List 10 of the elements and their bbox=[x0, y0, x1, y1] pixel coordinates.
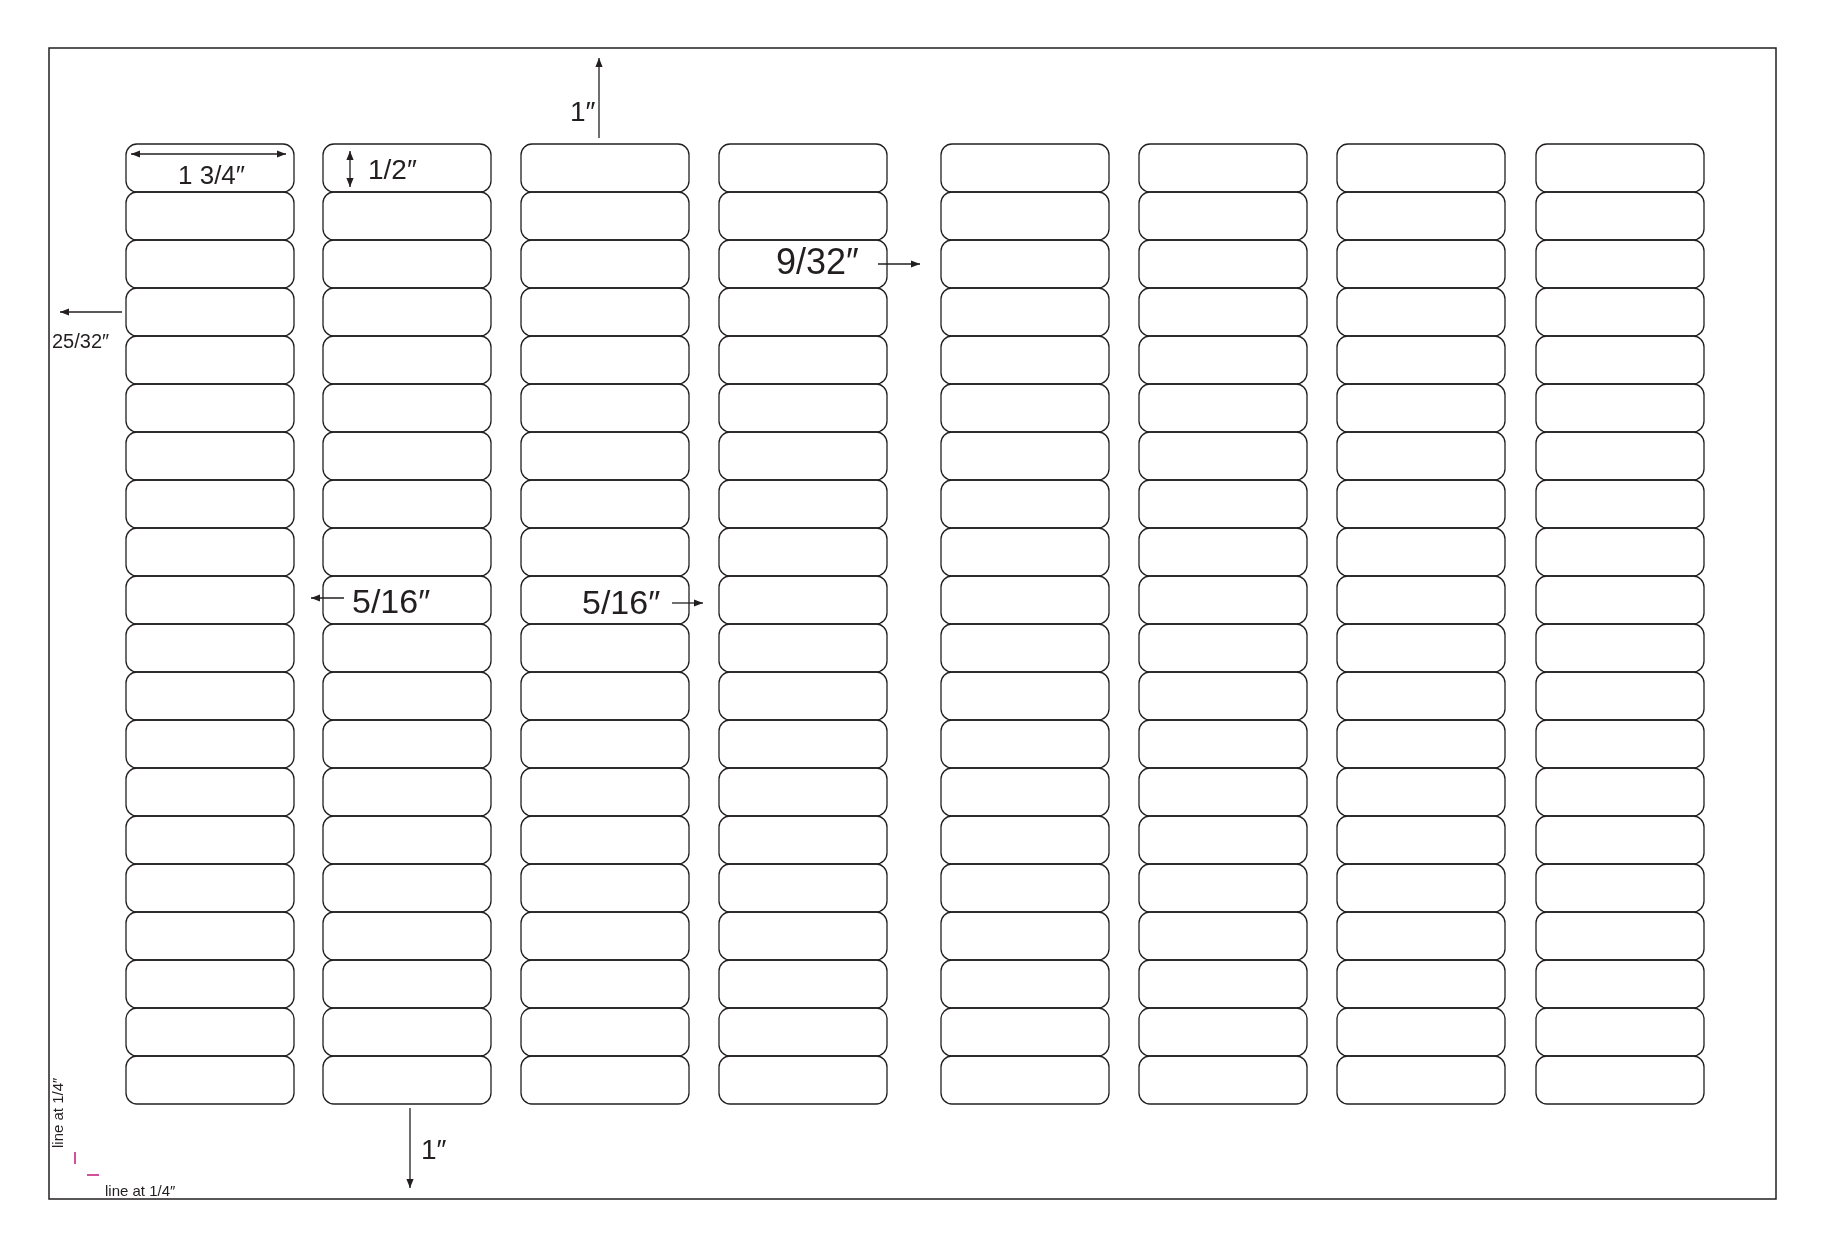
dimension-text: line at 1/4″ bbox=[50, 1077, 65, 1148]
dimension-text: 25/32″ bbox=[52, 331, 110, 351]
dimension-text: 5/16″ bbox=[582, 585, 661, 619]
dimension-text: 5/16″ bbox=[352, 584, 431, 618]
dimension-text: 1″ bbox=[421, 1136, 447, 1164]
dimension-text: 1″ bbox=[570, 98, 596, 126]
dimension-text: 1 3/4″ bbox=[178, 162, 246, 188]
dimension-text: line at 1/4″ bbox=[105, 1183, 176, 1198]
dimension-text: 9/32″ bbox=[776, 244, 859, 280]
dimension-text: 1/2″ bbox=[368, 156, 417, 184]
